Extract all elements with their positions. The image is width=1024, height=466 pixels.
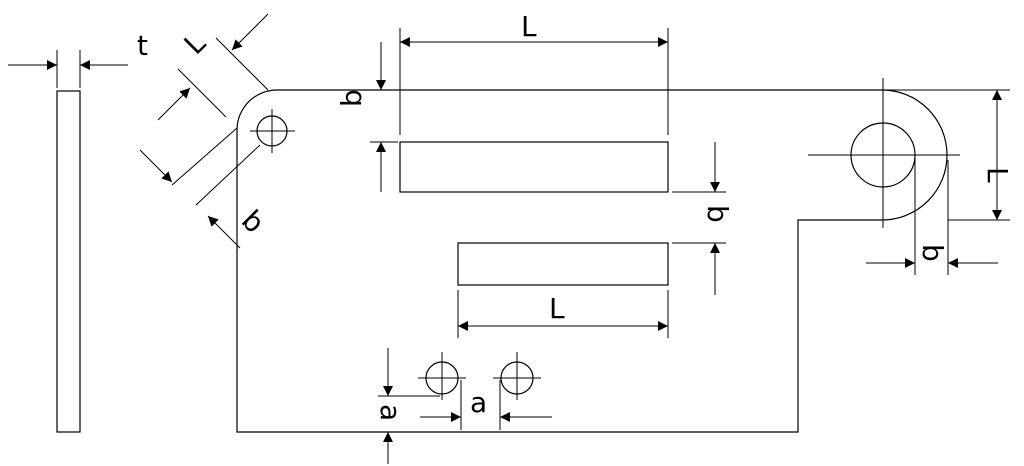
dim-gap-top-label: b	[335, 89, 368, 107]
right-hole	[808, 78, 960, 228]
dim-length-diagonal-arrow-b	[157, 87, 191, 121]
slot-top	[399, 141, 669, 193]
dim-gap-diagonal-arrow-a	[139, 149, 173, 183]
dim-length-diagonal-ext-b	[177, 68, 227, 118]
dim-length-top-label: L	[521, 10, 537, 43]
dim-gap-middle: b	[672, 142, 734, 295]
dim-hole-edge: a	[374, 348, 440, 464]
dim-gap-middle-label: b	[701, 205, 734, 223]
dim-length-right-label: L	[981, 167, 1014, 183]
dim-gap-diagonal-edge-a	[171, 127, 238, 186]
dim-gap-diagonal-edge-b	[195, 144, 261, 206]
dim-gap-diagonal: b	[139, 127, 271, 249]
dim-length-bottom: L	[457, 290, 669, 338]
side-view-bar	[56, 90, 81, 433]
dim-length-bottom-label: L	[549, 292, 565, 325]
corner-hole	[250, 109, 295, 153]
dim-hole-edge-label: a	[374, 404, 407, 421]
dim-length-right: L	[882, 89, 1014, 221]
dim-length-diagonal: L	[157, 13, 269, 121]
dim-length-diagonal-arrow-a	[231, 13, 269, 51]
dim-hole-pitch: a	[420, 380, 552, 430]
dim-length-diagonal-ext-a	[215, 37, 269, 91]
dim-length-diagonal-label: L	[178, 26, 213, 61]
bottom-hole-right	[493, 352, 541, 400]
bottom-hole-left	[418, 352, 466, 400]
side-view: t	[8, 29, 148, 433]
thickness-label: t	[137, 29, 148, 62]
dim-gap-right: b	[866, 155, 998, 275]
dim-gap-diagonal-label: b	[235, 204, 271, 240]
plate-outline	[236, 89, 948, 433]
dim-gap-top: b	[335, 42, 398, 192]
dim-gap-right-label: b	[916, 244, 949, 262]
dim-length-top: L	[399, 10, 669, 135]
plate-outline-path	[236, 89, 948, 433]
slot-bottom	[457, 242, 669, 286]
dim-hole-pitch-label: a	[470, 386, 487, 419]
dim-gap-diagonal-arrow-b	[207, 215, 241, 249]
